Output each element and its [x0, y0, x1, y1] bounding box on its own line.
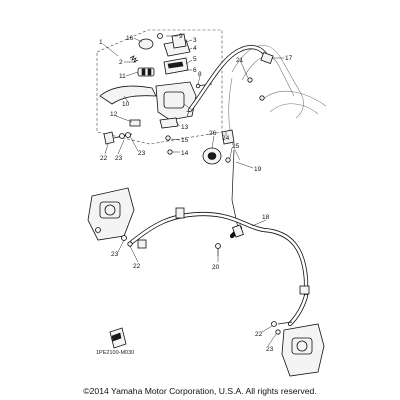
callout-2: 2 [119, 59, 123, 66]
diagram-code: 1PE2100-M030 [96, 350, 134, 356]
callout-7: 7 [186, 111, 190, 118]
callout-12: 12 [110, 111, 118, 118]
upper-brake-hose [187, 45, 274, 113]
callout-14: 14 [181, 150, 189, 157]
callout-labels: 1 2 3 4 5 6 7 8 9 10 11 12 13 14 15 16 1… [96, 33, 293, 356]
callout-22: 22 [100, 155, 108, 162]
callout-13: 13 [181, 124, 189, 131]
leader-lines [102, 35, 284, 347]
callout-9: 9 [179, 33, 183, 40]
callout-4: 4 [193, 45, 197, 52]
callout-23c: 23 [111, 251, 119, 258]
lower-brake-hose [129, 211, 309, 327]
handlebar-outline [228, 45, 327, 161]
callout-23: 23 [115, 155, 123, 162]
grommet [202, 147, 222, 165]
banjo-bolt-upper [103, 131, 133, 145]
callout-19: 19 [254, 166, 262, 173]
callout-22b: 22 [133, 263, 141, 270]
callout-10: 10 [122, 101, 130, 108]
callout-21: 21 [236, 57, 244, 64]
callout-6: 6 [193, 67, 197, 74]
callout-15: 15 [181, 137, 189, 144]
callout-25: 25 [232, 143, 240, 150]
callout-5: 5 [193, 56, 197, 63]
callout-24: 24 [222, 135, 230, 142]
brake-pipe [231, 149, 239, 229]
callout-20: 20 [212, 264, 220, 271]
callout-1: 1 [99, 39, 103, 46]
callout-23d: 23 [266, 346, 274, 353]
callout-11: 11 [119, 73, 126, 80]
callout-8: 8 [198, 71, 202, 78]
copyright-notice: ©2014 Yamaha Motor Corporation, U.S.A. A… [83, 386, 317, 396]
callout-22c: 22 [255, 331, 263, 338]
callout-3: 3 [193, 37, 197, 44]
left-caliper [87, 187, 135, 241]
callout-23b: 23 [138, 150, 146, 157]
right-caliper [281, 323, 325, 377]
callout-26: 26 [209, 130, 217, 137]
callout-16: 16 [126, 35, 134, 42]
master-cylinder-assembly [99, 33, 213, 155]
brake-lever [99, 85, 157, 105]
reference-book-icon [109, 327, 127, 349]
callout-17: 17 [285, 55, 293, 62]
callout-18: 18 [262, 214, 270, 221]
